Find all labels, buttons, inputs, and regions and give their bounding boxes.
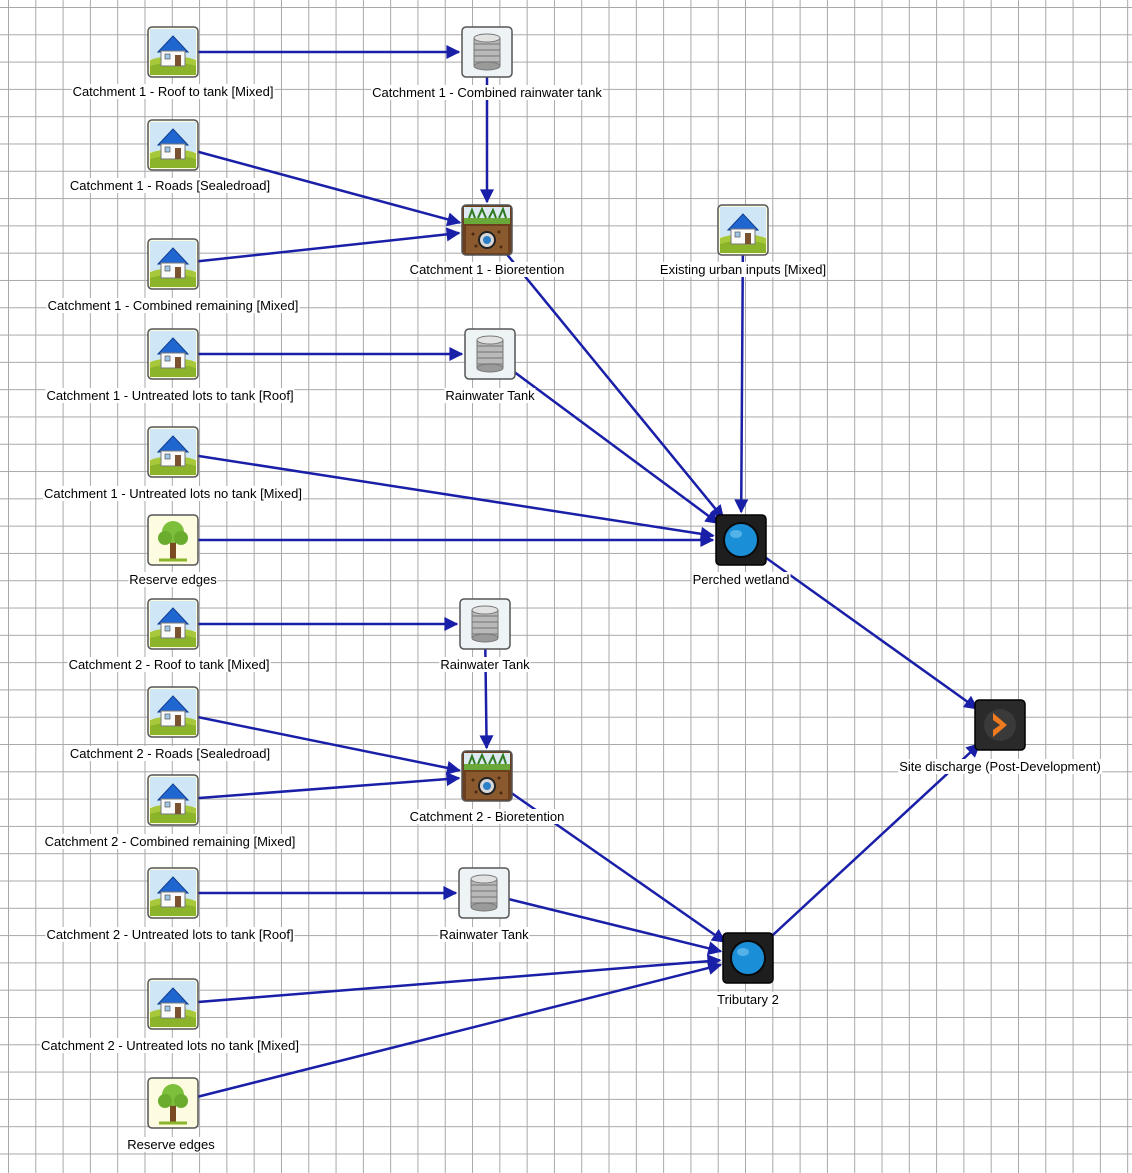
- node-label: Catchment 2 - Untreated lots to tank [Ro…: [45, 927, 295, 942]
- node-c2-bio[interactable]: [461, 750, 513, 802]
- link-c2-bio-to-tributary[interactable]: [486, 774, 727, 944]
- link-c2-untreated-notank-to-tributary[interactable]: [172, 954, 722, 1006]
- wetland-icon: [722, 932, 774, 984]
- node-label: Catchment 1 - Combined rainwater tank: [371, 85, 603, 100]
- wetland-icon: [715, 514, 767, 566]
- urban-icon: [147, 867, 199, 919]
- link-c1-untreated-notank-to-wetland[interactable]: [172, 450, 715, 541]
- node-label: Rainwater Tank: [438, 927, 530, 942]
- discharge-icon: [974, 699, 1026, 751]
- bioretention-icon: [461, 750, 513, 802]
- link-existing-urban-to-wetland[interactable]: [734, 229, 749, 514]
- node-label: Perched wetland: [691, 572, 791, 587]
- bioretention-icon: [461, 204, 513, 256]
- node-existing-urban[interactable]: [717, 204, 769, 256]
- node-c2-combined[interactable]: [147, 774, 199, 826]
- urban-icon: [147, 978, 199, 1030]
- link-reserve-2-to-tributary[interactable]: [172, 961, 723, 1105]
- node-c1-untreated-notank[interactable]: [147, 426, 199, 478]
- node-label: Rainwater Tank: [444, 388, 536, 403]
- tank-icon: [461, 26, 513, 78]
- node-label: Catchment 1 - Combined remaining [Mixed]: [46, 298, 300, 313]
- node-label: Catchment 2 - Roof to tank [Mixed]: [67, 657, 271, 672]
- tank-icon: [459, 598, 511, 650]
- node-label: Rainwater Tank: [439, 657, 531, 672]
- node-wetland[interactable]: [715, 514, 767, 566]
- link-c1-bio-to-wetland[interactable]: [486, 229, 725, 520]
- node-c2-roads[interactable]: [147, 686, 199, 738]
- node-label: Catchment 2 - Combined remaining [Mixed]: [43, 834, 297, 849]
- node-label: Catchment 2 - Bioretention: [408, 809, 566, 824]
- node-discharge[interactable]: [974, 699, 1026, 751]
- urban-icon: [147, 238, 199, 290]
- node-c2-untreated-notank[interactable]: [147, 978, 199, 1030]
- node-c1-combined-tank[interactable]: [461, 26, 513, 78]
- node-label: Catchment 1 - Untreated lots to tank [Ro…: [45, 388, 295, 403]
- link-c2-roads-to-c2-bio[interactable]: [172, 710, 461, 775]
- node-rw-tank-3[interactable]: [458, 867, 510, 919]
- link-c2-combined-to-c2-bio[interactable]: [172, 772, 461, 802]
- node-reserve-1[interactable]: [147, 514, 199, 566]
- node-label: Existing urban inputs [Mixed]: [658, 262, 828, 277]
- node-label: Reserve edges: [128, 572, 218, 587]
- node-c2-untreated-tank[interactable]: [147, 867, 199, 919]
- urban-icon: [147, 426, 199, 478]
- urban-icon: [147, 686, 199, 738]
- node-reserve-2[interactable]: [147, 1077, 199, 1129]
- tank-icon: [458, 867, 510, 919]
- node-c1-untreated-tank[interactable]: [147, 328, 199, 380]
- urban-icon: [147, 26, 199, 78]
- node-c1-roads[interactable]: [147, 119, 199, 171]
- urban-icon: [147, 328, 199, 380]
- link-c1-roads-to-c1-bio[interactable]: [172, 143, 462, 227]
- urban-icon: [147, 598, 199, 650]
- urban-icon: [147, 119, 199, 171]
- tank-icon: [464, 328, 516, 380]
- link-rw-tank-3-to-tributary[interactable]: [483, 891, 723, 956]
- node-label: Catchment 2 - Untreated lots no tank [Mi…: [40, 1038, 300, 1053]
- node-c1-roof[interactable]: [147, 26, 199, 78]
- node-label: Catchment 1 - Untreated lots no tank [Mi…: [43, 486, 303, 501]
- urban-icon: [717, 204, 769, 256]
- link-wetland-to-discharge[interactable]: [740, 538, 979, 710]
- link-rw-tank-1-to-wetland[interactable]: [489, 352, 720, 525]
- node-rw-tank-1[interactable]: [464, 328, 516, 380]
- urban-icon: [147, 774, 199, 826]
- link-tributary-to-discharge[interactable]: [747, 743, 981, 959]
- tree-icon: [147, 1077, 199, 1129]
- node-label: Catchment 1 - Bioretention: [408, 262, 566, 277]
- node-tributary[interactable]: [722, 932, 774, 984]
- node-label: Site discharge (Post-Development): [898, 759, 1102, 774]
- node-c2-roof[interactable]: [147, 598, 199, 650]
- node-rw-tank-2[interactable]: [459, 598, 511, 650]
- node-label: Tributary 2: [716, 992, 780, 1007]
- node-label: Catchment 2 - Roads [Sealedroad]: [68, 746, 272, 761]
- link-c1-combined-to-c1-bio[interactable]: [172, 227, 461, 266]
- node-c1-combined[interactable]: [147, 238, 199, 290]
- node-label: Catchment 1 - Roof to tank [Mixed]: [71, 84, 275, 99]
- tree-icon: [147, 514, 199, 566]
- node-label: Reserve edges: [126, 1137, 216, 1152]
- node-label: Catchment 1 - Roads [Sealedroad]: [68, 178, 272, 193]
- node-c1-bio[interactable]: [461, 204, 513, 256]
